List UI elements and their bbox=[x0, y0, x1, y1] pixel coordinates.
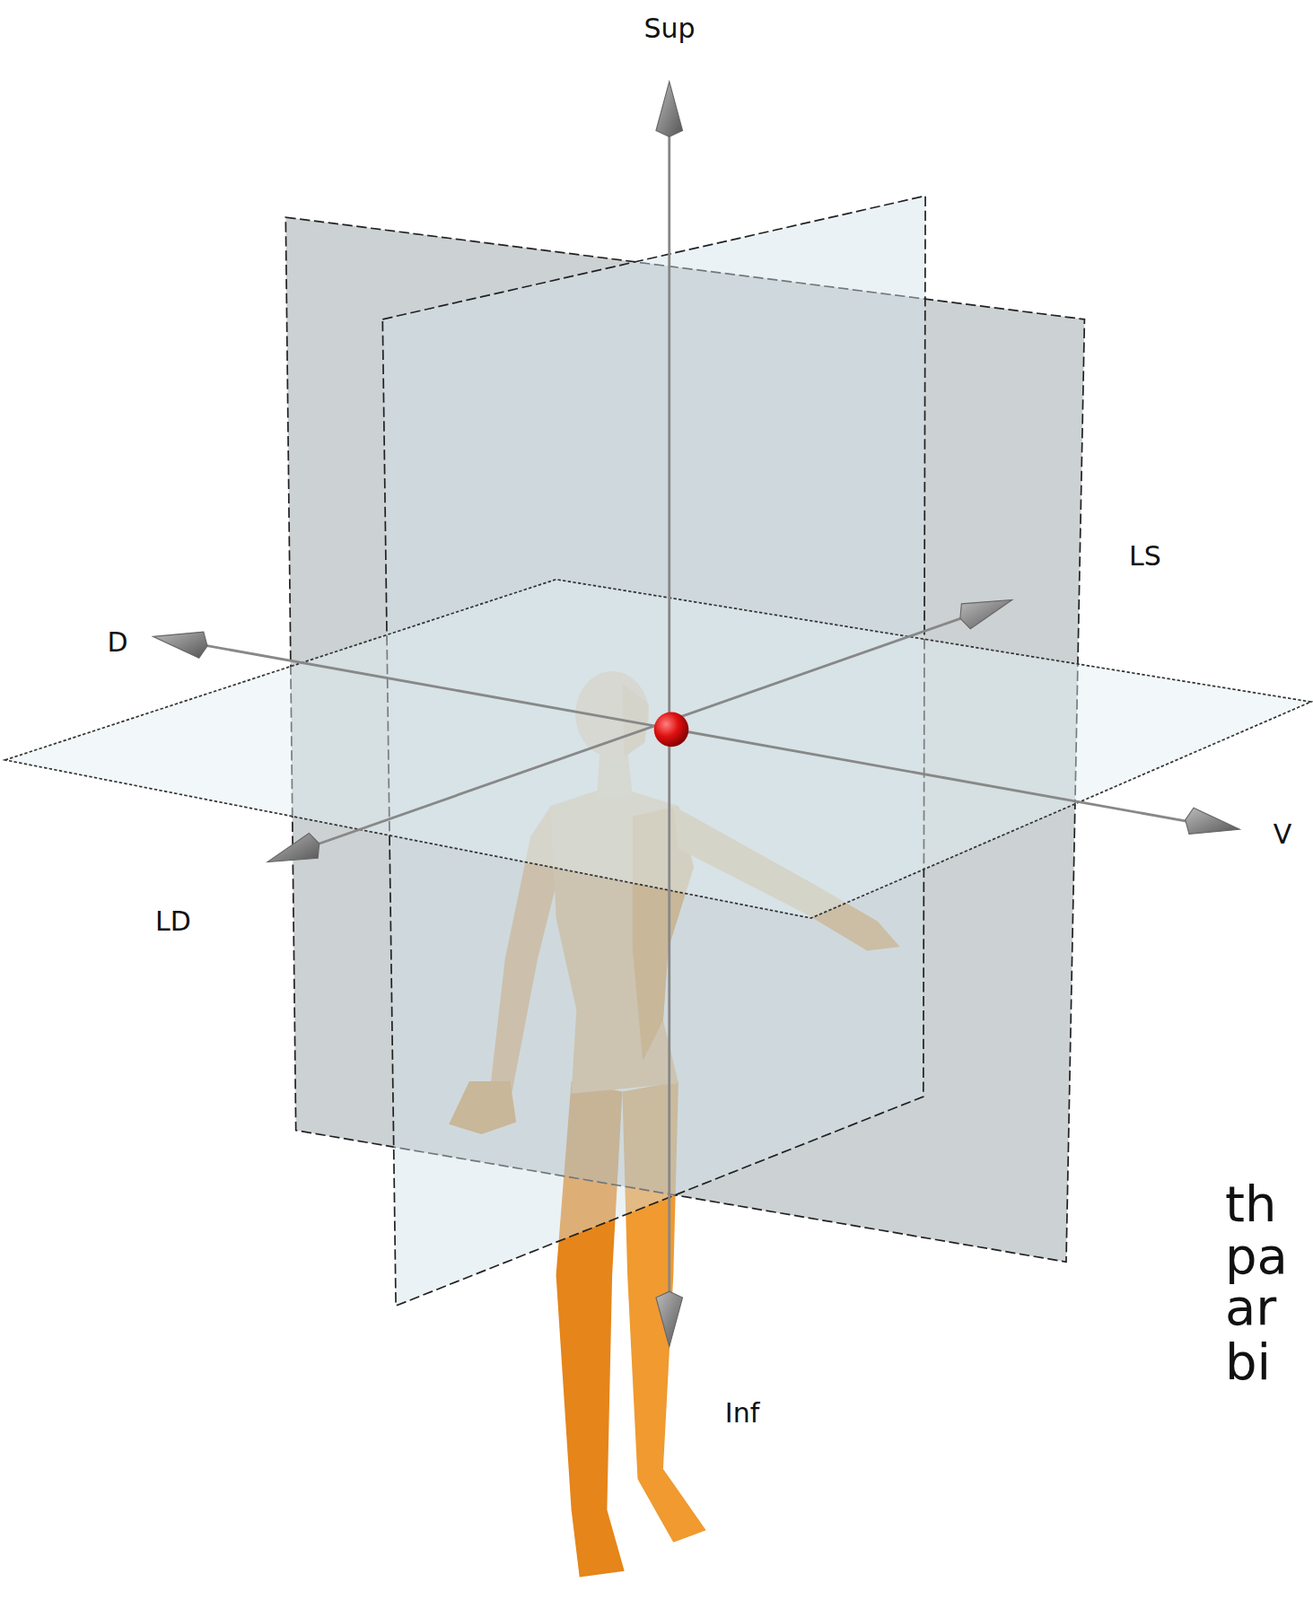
slide-text: bi bbox=[1225, 1337, 1271, 1388]
slide-text: ar bbox=[1225, 1282, 1277, 1333]
slide-text: th bbox=[1225, 1179, 1277, 1230]
transverse-plane bbox=[5, 579, 1312, 919]
axis-label: D bbox=[106, 629, 128, 657]
arrow-cone bbox=[1185, 807, 1240, 834]
axis-label: LD bbox=[155, 908, 192, 936]
arrow-cone bbox=[656, 1291, 683, 1347]
axis-label: LS bbox=[1129, 542, 1162, 570]
axis-label: V bbox=[1273, 821, 1293, 849]
arrow-cone bbox=[960, 599, 1013, 629]
origin-dot bbox=[654, 711, 690, 747]
arrow-cone bbox=[267, 832, 320, 862]
axis-label: Inf bbox=[725, 1400, 760, 1427]
d-v-axis bbox=[178, 640, 1204, 825]
arrow-cone bbox=[656, 81, 683, 137]
slide-text: pa bbox=[1225, 1231, 1288, 1282]
axis-label: Sup bbox=[643, 15, 695, 43]
arrow-cone bbox=[153, 631, 208, 658]
ld-ls-axis bbox=[296, 610, 985, 852]
